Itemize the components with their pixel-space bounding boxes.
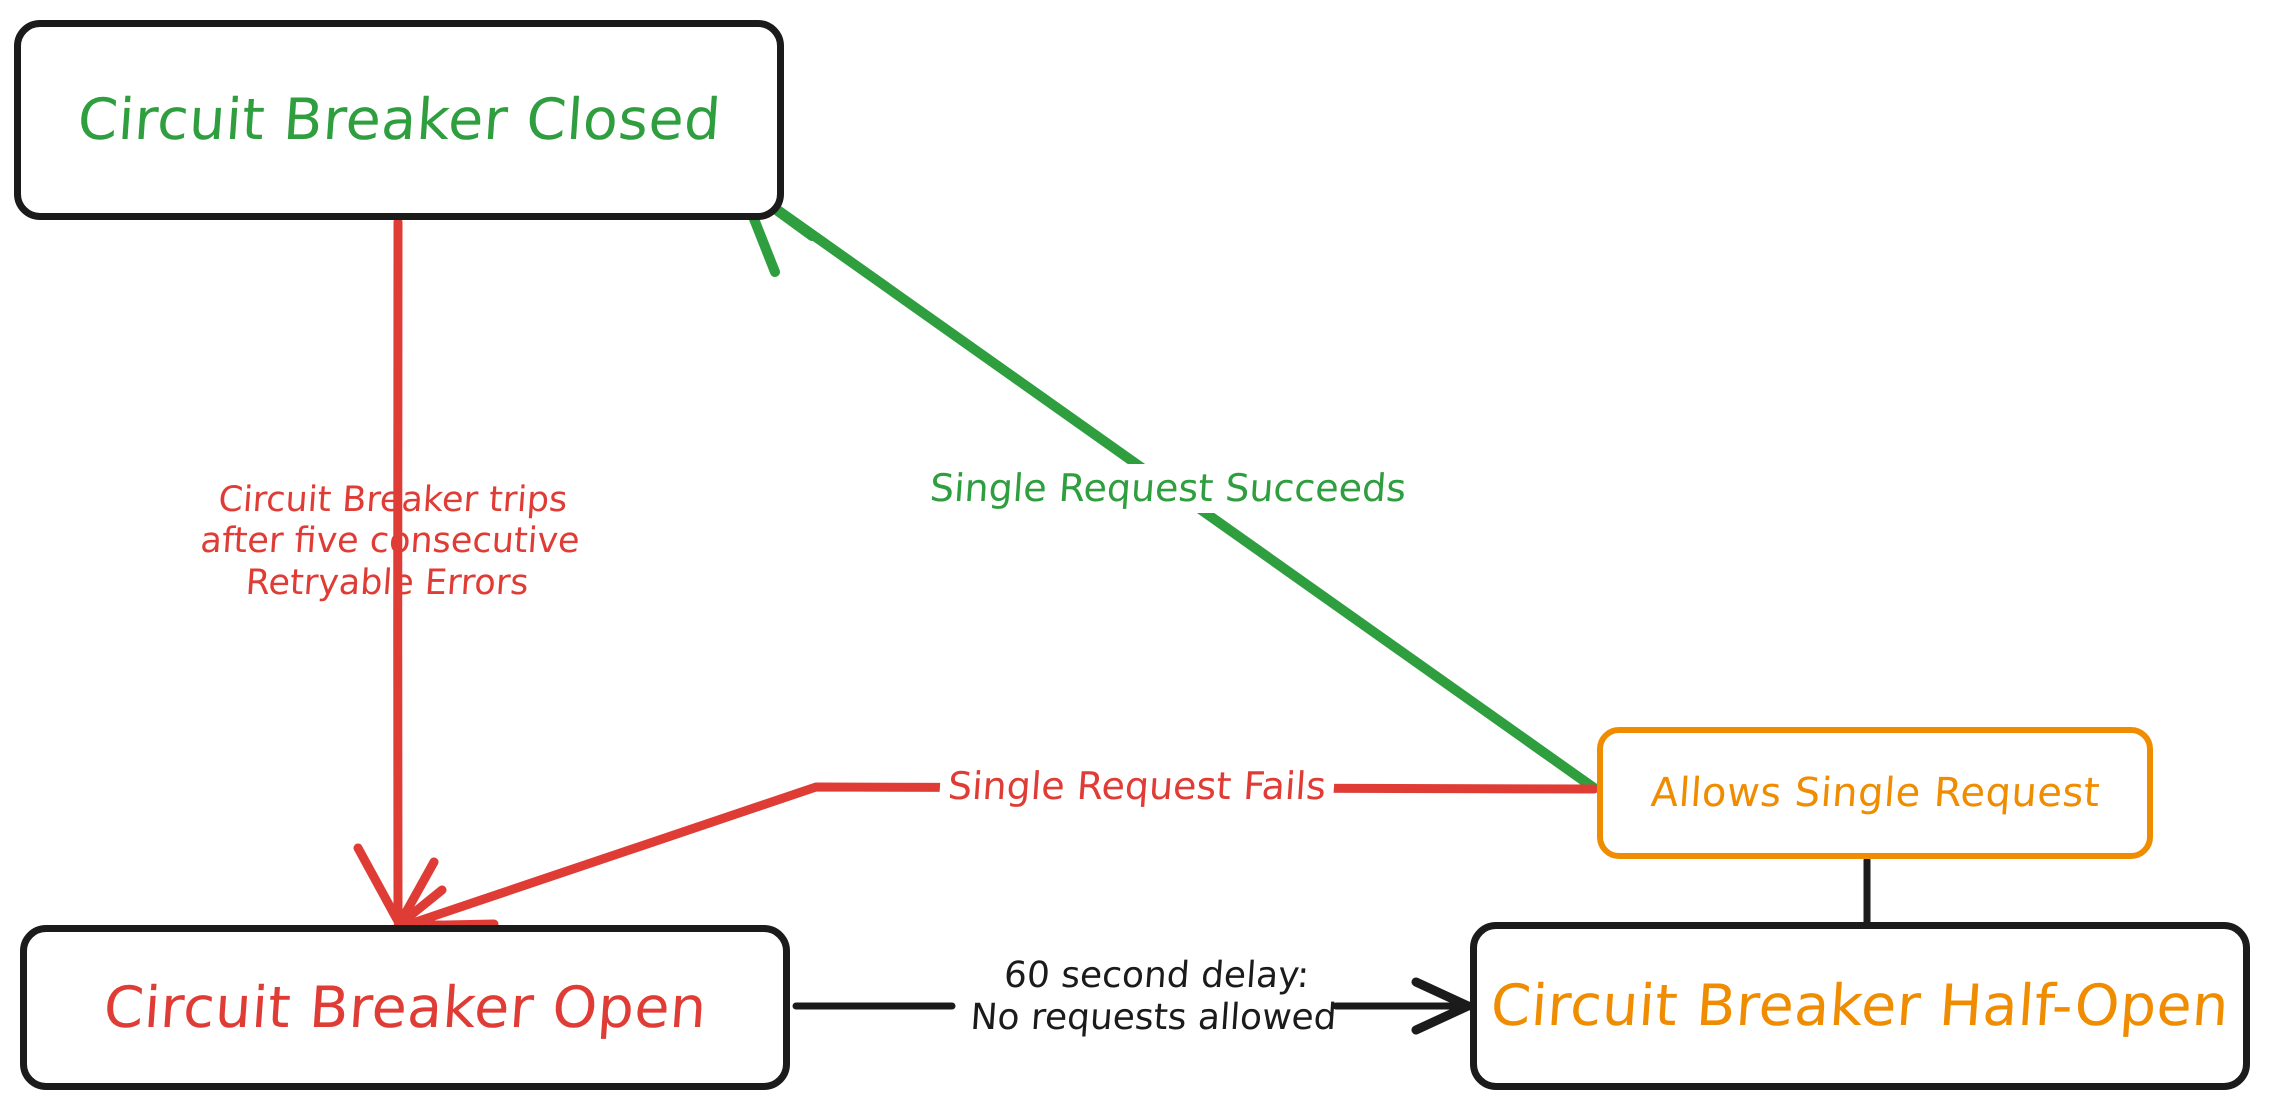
edge-label-line: Single Request Fails [946,764,1328,808]
edge-label-line: Single Request Succeeds [928,466,1408,510]
node-circuit-breaker-half-open[interactable]: Circuit Breaker Half-Open [1470,922,2250,1090]
node-label-half-open: Circuit Breaker Half-Open [1488,973,2232,1039]
edge-label-line: after five consecutive [199,521,581,562]
edge-label-allows-to-open: Single Request Fails [938,762,1336,811]
edge-label-line: No requests allowed [969,997,1338,1039]
node-circuit-breaker-open[interactable]: Circuit Breaker Open [20,925,790,1090]
edge-label-closed-to-open: Circuit Breaker trips after five consecu… [176,480,605,604]
node-label-open: Circuit Breaker Open [101,974,709,1041]
node-label-closed: Circuit Breaker Closed [75,87,723,153]
edge-label-allows-to-closed: Single Request Succeeds [918,464,1418,513]
edge-label-line: Circuit Breaker trips [217,480,569,520]
edge-label-line: 60 second delay: [1002,955,1311,996]
edge-label-open-to-halfopen: 60 second delay: No requests allowed [952,955,1358,1040]
edge-label-line: Retryable Errors [244,562,530,603]
node-circuit-breaker-closed[interactable]: Circuit Breaker Closed [14,20,784,220]
node-label-allows-single-request: Allows Single Request [1648,770,2102,816]
node-allows-single-request[interactable]: Allows Single Request [1597,727,2153,859]
